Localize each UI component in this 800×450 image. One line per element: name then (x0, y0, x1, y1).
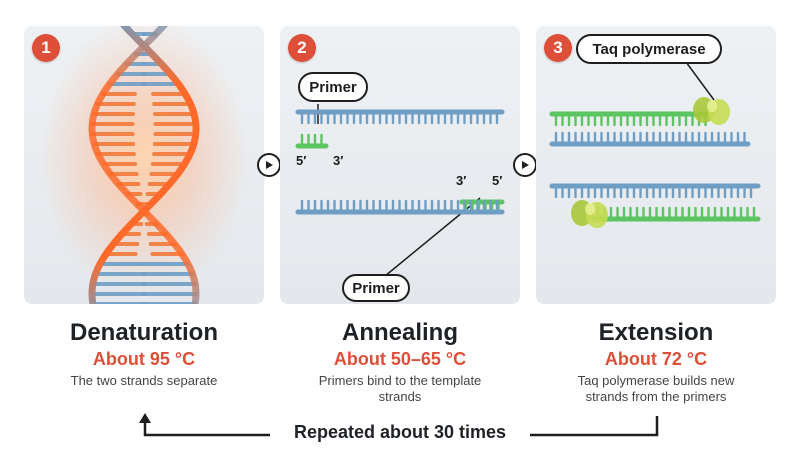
step-caption-2: Annealing About 50–65 °C Primers bind to… (272, 318, 528, 405)
step-badge-3: 3 (544, 34, 572, 62)
primer-end-3-prime-top: 3′ (333, 153, 344, 168)
dna-strand-front (88, 26, 200, 304)
heat-glow (39, 26, 249, 296)
denaturing-dna-helix (39, 26, 249, 304)
extension-panel: 3 Taq polymerase (536, 26, 776, 304)
cycle-label: Repeated about 30 times (270, 422, 530, 443)
step-badge-1: 1 (32, 34, 60, 62)
template-and-primer-strands (295, 109, 505, 215)
primer-end-3-prime-bottom: 3′ (456, 173, 467, 188)
step-title: Denaturation (69, 319, 218, 346)
base-pair-rungs (90, 32, 198, 304)
polymerase-icon (571, 200, 608, 228)
extension-diagram (549, 61, 761, 228)
primer-end-5-prime-bottom: 5′ (492, 173, 503, 188)
annealing-diagram (295, 104, 505, 277)
step-badge-2: 2 (288, 34, 316, 62)
next-step-arrow-icon (513, 153, 537, 177)
step-temperature: About 95 °C (92, 349, 196, 369)
step-caption-1: Denaturation About 95 °C The two strands… (16, 318, 272, 389)
step-title: Annealing (341, 319, 458, 346)
denaturation-panel: 1 (24, 26, 264, 304)
step-temperature: About 50–65 °C (333, 349, 467, 369)
dna-strand-back (88, 26, 200, 304)
next-step-arrow-icon (257, 153, 281, 177)
polymerase-icon (693, 97, 730, 125)
template-and-new-strands (549, 111, 761, 222)
polymerase-pointer (685, 61, 715, 101)
step-temperature: About 72 °C (604, 349, 708, 369)
step-description: Primers bind to the template strands (318, 373, 482, 404)
step-description: Taq polymerase builds new strands from t… (577, 373, 735, 404)
primer-callout-bottom: Primer (342, 274, 410, 302)
arrow-head-icon (139, 413, 151, 423)
primer-end-5-prime-top: 5′ (296, 153, 307, 168)
step-description: The two strands separate (70, 373, 218, 388)
primer-callout-top: Primer (298, 72, 368, 102)
polymerase-callout: Taq polymerase (576, 34, 722, 64)
step-title: Extension (598, 319, 714, 346)
step-caption-3: Extension About 72 °C Taq polymerase bui… (528, 318, 784, 405)
annealing-panel: 2 Primer 5′ 3′ 3′ 5′ Primer (280, 26, 520, 304)
